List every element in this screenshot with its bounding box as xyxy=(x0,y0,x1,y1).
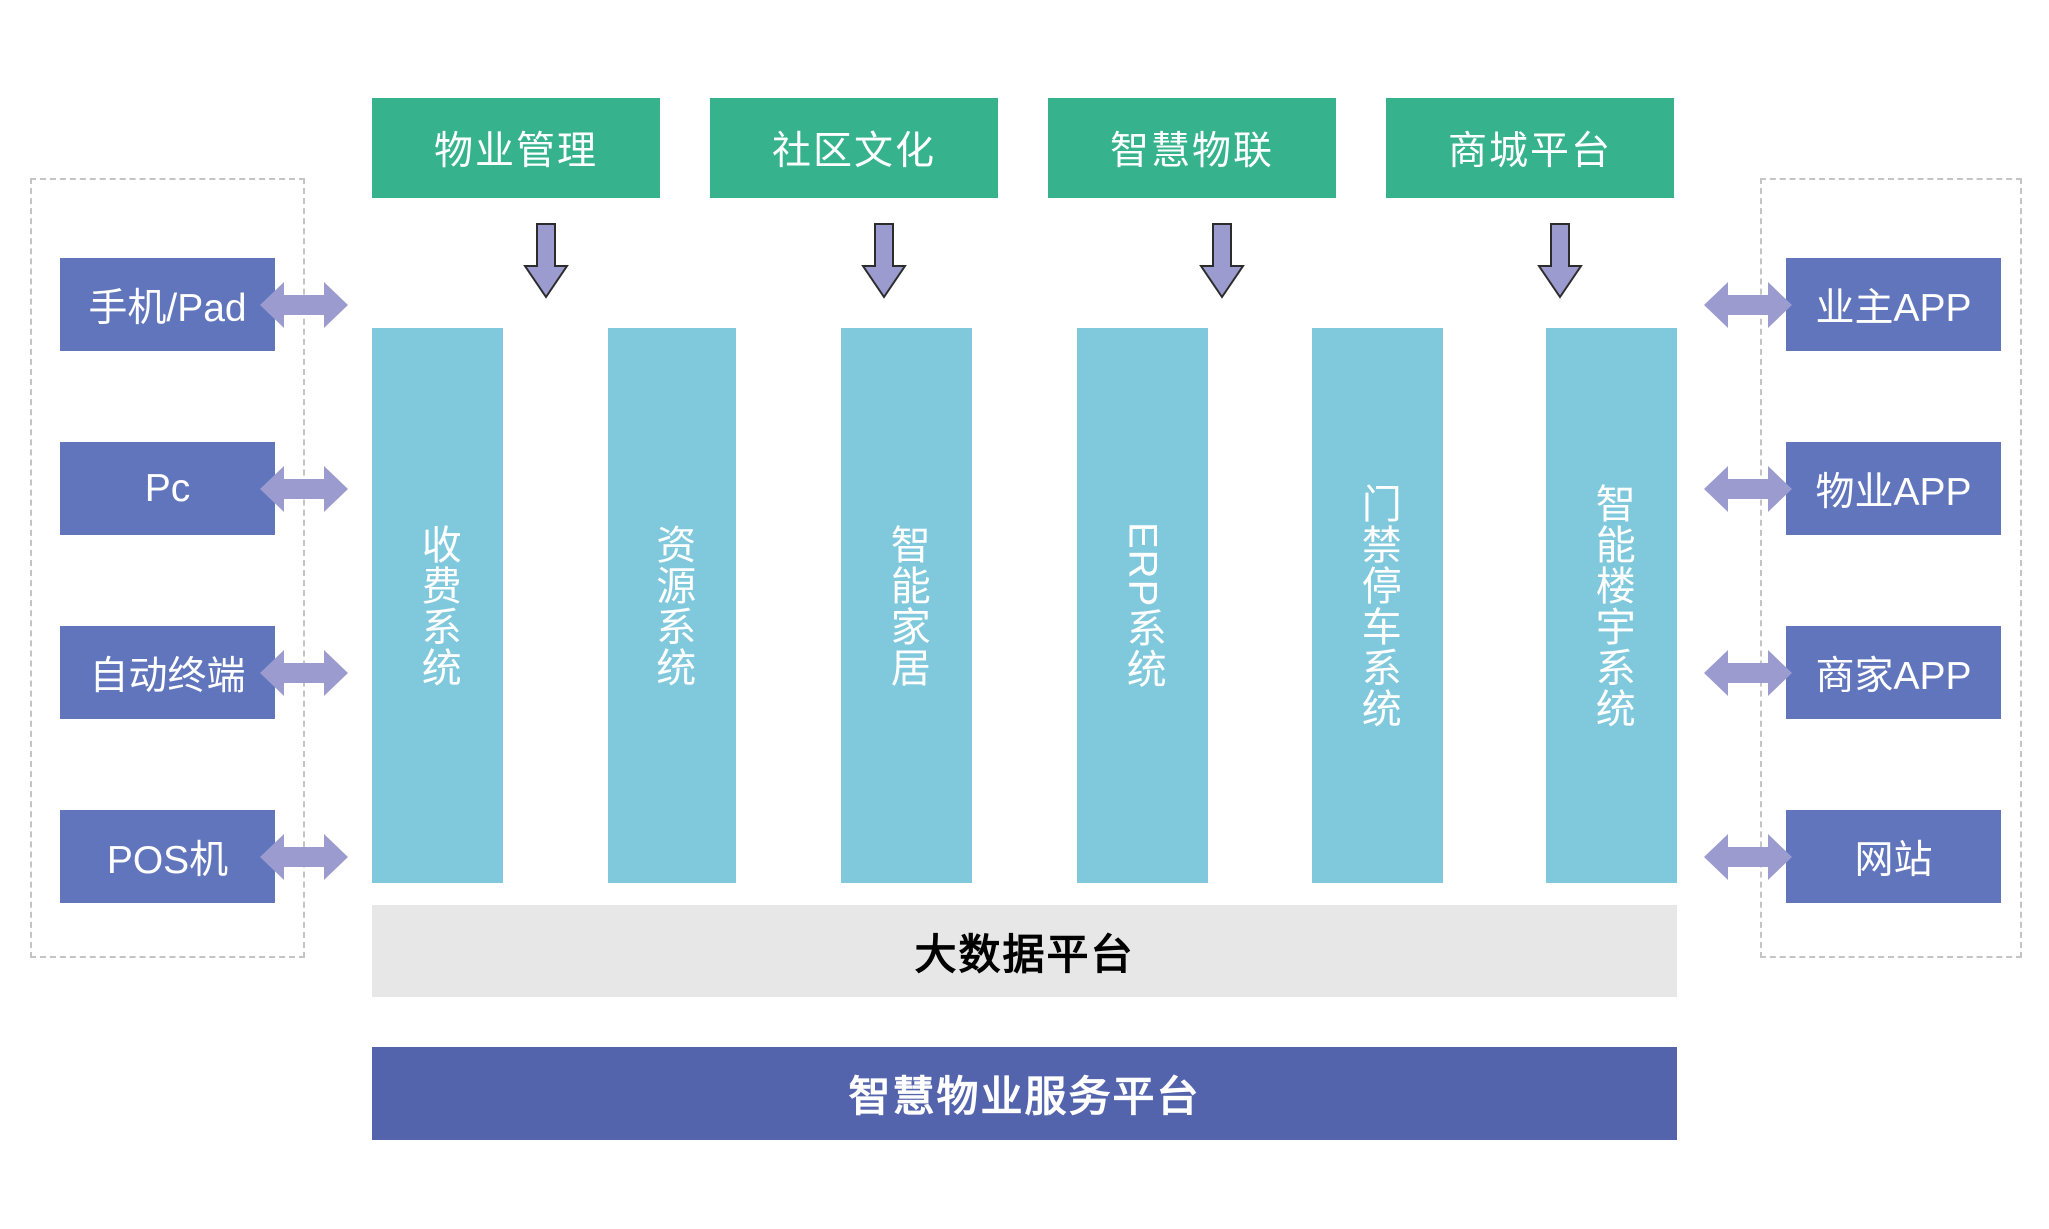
arrow-down-icon xyxy=(1199,222,1245,300)
smart-property-platform-bar: 智慧物业服务平台 xyxy=(372,1047,1677,1140)
terminal-box-owner-app[interactable]: 业主APP xyxy=(1786,258,2001,351)
left-terminal-group-frame xyxy=(30,178,305,958)
arrow-down-icon xyxy=(523,222,569,300)
arrow-bidirectional-icon xyxy=(258,460,350,518)
system-pillar-smart-home[interactable]: 智能家居 xyxy=(841,328,972,883)
system-pillar-label: 门禁停车系统 xyxy=(1355,482,1400,729)
system-pillar-erp[interactable]: ERP系统 xyxy=(1077,328,1208,883)
channel-box-property-management[interactable]: 物业管理 xyxy=(372,98,660,198)
system-pillar-label: 收费系统 xyxy=(415,523,460,688)
arrow-bidirectional-icon xyxy=(1702,644,1794,702)
arrow-bidirectional-icon xyxy=(258,644,350,702)
system-pillar-smart-building[interactable]: 智能楼宇系统 xyxy=(1546,328,1677,883)
arrow-bidirectional-icon xyxy=(258,276,350,334)
arrow-bidirectional-icon xyxy=(258,828,350,886)
system-pillar-label: 智能楼宇系统 xyxy=(1589,482,1634,729)
system-pillar-label: 智能家居 xyxy=(884,523,929,688)
channel-box-community-culture[interactable]: 社区文化 xyxy=(710,98,998,198)
system-pillar-charging[interactable]: 收费系统 xyxy=(372,328,503,883)
channel-box-smart-iot[interactable]: 智慧物联 xyxy=(1048,98,1336,198)
right-terminal-group-frame xyxy=(1760,178,2022,958)
terminal-box-website[interactable]: 网站 xyxy=(1786,810,2001,903)
terminal-box-self-service[interactable]: 自动终端 xyxy=(60,626,275,719)
terminal-box-pos[interactable]: POS机 xyxy=(60,810,275,903)
system-pillar-resource[interactable]: 资源系统 xyxy=(608,328,736,883)
arrow-bidirectional-icon xyxy=(1702,828,1794,886)
arrow-bidirectional-icon xyxy=(1702,460,1794,518)
big-data-platform-bar: 大数据平台 xyxy=(372,905,1677,997)
terminal-box-property-app[interactable]: 物业APP xyxy=(1786,442,2001,535)
system-pillar-access-parking[interactable]: 门禁停车系统 xyxy=(1312,328,1443,883)
channel-box-mall-platform[interactable]: 商城平台 xyxy=(1386,98,1674,198)
system-pillar-label: ERP系统 xyxy=(1120,521,1165,690)
terminal-box-mobile-pad[interactable]: 手机/Pad xyxy=(60,258,275,351)
arrow-down-icon xyxy=(1537,222,1583,300)
arrow-down-icon xyxy=(861,222,907,300)
arrow-bidirectional-icon xyxy=(1702,276,1794,334)
system-pillar-label: 资源系统 xyxy=(650,523,695,688)
terminal-box-merchant-app[interactable]: 商家APP xyxy=(1786,626,2001,719)
terminal-box-pc[interactable]: Pc xyxy=(60,442,275,535)
